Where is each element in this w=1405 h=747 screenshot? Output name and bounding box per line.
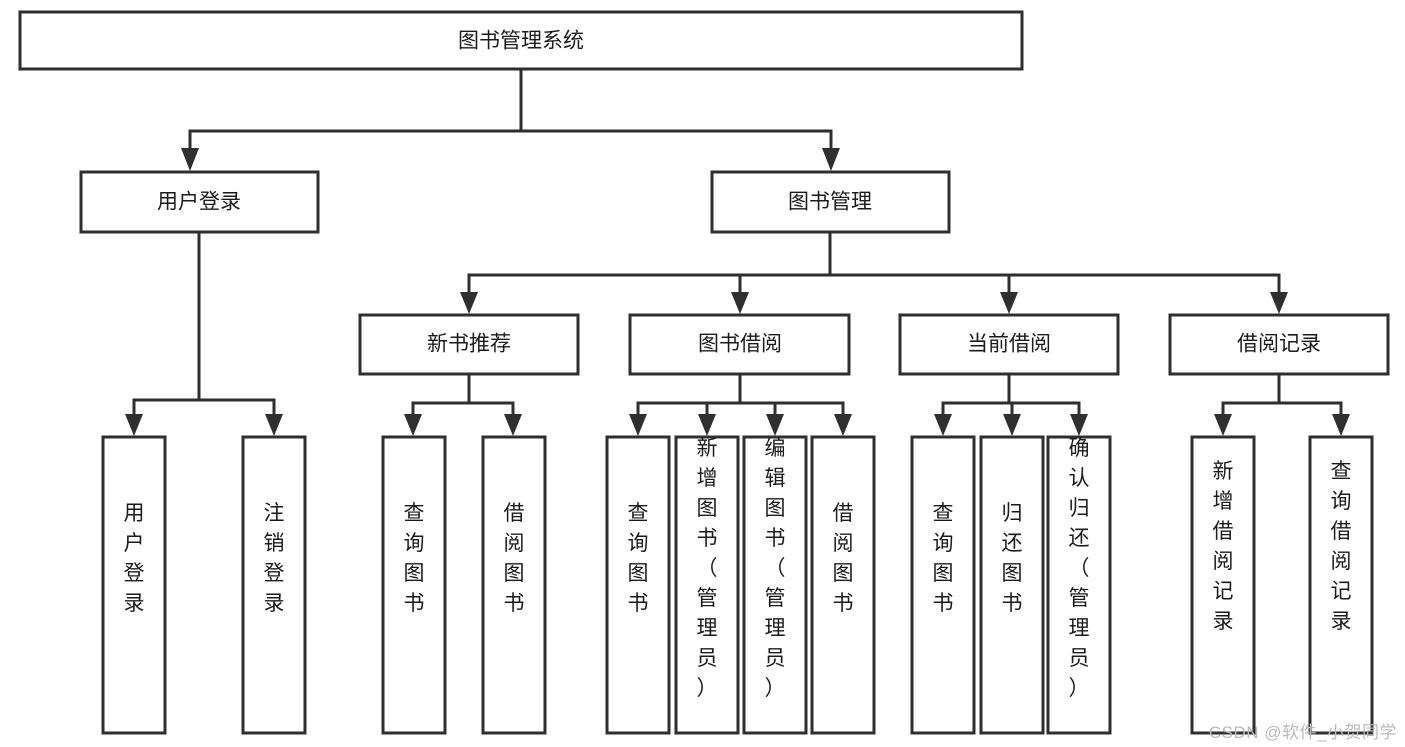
- leaf-box[interactable]: [979, 435, 1045, 735]
- leaf-group-current-borrow: 查询图书 归还图书 确认归还（管理员）: [910, 435, 1112, 735]
- node-leaf[interactable]: 查询图书: [605, 435, 671, 735]
- borrow-record-box[interactable]: [1168, 313, 1390, 376]
- leaf-label: 用户登录: [124, 502, 145, 615]
- node-leaf[interactable]: 查询图书: [910, 435, 976, 735]
- node-root[interactable]: 图书管理系统: [18, 10, 1024, 71]
- leaf-box[interactable]: [674, 435, 740, 735]
- borrow-book-box[interactable]: [628, 313, 851, 376]
- node-leaf[interactable]: 借阅图书: [810, 435, 876, 735]
- leaf-group-borrow-record: 新增借阅记录 查询借阅记录: [1190, 435, 1374, 735]
- node-new-book[interactable]: 新书推荐: [358, 313, 580, 376]
- connector-book-manage-to-level3: [460, 231, 1288, 314]
- leaf-box[interactable]: [1046, 435, 1112, 735]
- leaf-label: 确认归还（管理员）: [1069, 437, 1090, 700]
- leaf-label: 查询图书: [933, 502, 954, 615]
- leaf-box[interactable]: [241, 435, 307, 735]
- user-login-box[interactable]: [79, 170, 320, 234]
- node-leaf[interactable]: 确认归还（管理员）: [1046, 435, 1112, 735]
- root-label: 图书管理系统: [458, 30, 584, 53]
- connector-root-to-level2: [181, 67, 840, 171]
- leaf-group-user-login: 用户登录 注销登录: [101, 435, 307, 735]
- leaf-label: 查询借阅记录: [1331, 460, 1352, 633]
- connector-borrow-book-to-leaves: [629, 373, 852, 436]
- node-leaf[interactable]: 新增借阅记录: [1190, 435, 1256, 735]
- connector-borrow-record-to-leaves: [1214, 373, 1350, 436]
- leaf-box[interactable]: [101, 435, 167, 735]
- current-borrow-label: 当前借阅: [967, 333, 1051, 356]
- leaf-box[interactable]: [605, 435, 671, 735]
- node-leaf[interactable]: 查询借阅记录: [1308, 435, 1374, 735]
- new-book-label: 新书推荐: [427, 333, 511, 356]
- node-leaf[interactable]: 注销登录: [241, 435, 307, 735]
- borrow-book-label: 图书借阅: [698, 333, 782, 356]
- connector-new-book-to-leaves: [404, 373, 522, 436]
- leaf-group-new-book: 查询图书 借阅图书: [381, 435, 547, 735]
- node-leaf[interactable]: 查询图书: [381, 435, 447, 735]
- new-book-box[interactable]: [358, 313, 580, 376]
- leaf-label: 归还图书: [1002, 502, 1023, 615]
- node-borrow-record[interactable]: 借阅记录: [1168, 313, 1390, 376]
- leaf-label: 注销登录: [264, 502, 285, 615]
- node-leaf[interactable]: 归还图书: [979, 435, 1045, 735]
- leaf-label: 借阅图书: [833, 502, 854, 615]
- leaf-box[interactable]: [910, 435, 976, 735]
- leaf-box[interactable]: [381, 435, 447, 735]
- leaf-box[interactable]: [1308, 435, 1374, 735]
- book-manage-box[interactable]: [710, 170, 951, 234]
- node-leaf[interactable]: 借阅图书: [481, 435, 547, 735]
- connector-user-login-to-leaves: [125, 231, 283, 436]
- leaf-label: 编辑图书（管理员）: [765, 437, 786, 700]
- node-borrow-book[interactable]: 图书借阅: [628, 313, 851, 376]
- leaf-group-borrow-book: 查询图书 新增图书（管理员） 编辑图书（管理员） 借阅图书: [605, 435, 876, 735]
- node-leaf[interactable]: 用户登录: [101, 435, 167, 735]
- leaf-label: 查询图书: [404, 502, 425, 615]
- leaf-box[interactable]: [810, 435, 876, 735]
- leaf-box[interactable]: [481, 435, 547, 735]
- node-leaf[interactable]: 新增图书（管理员）: [674, 435, 740, 735]
- root-box[interactable]: [18, 10, 1024, 71]
- node-book-manage[interactable]: 图书管理: [710, 170, 951, 234]
- node-current-borrow[interactable]: 当前借阅: [898, 313, 1120, 376]
- book-manage-label: 图书管理: [788, 191, 872, 214]
- leaf-label: 新增图书（管理员）: [697, 437, 718, 700]
- node-user-login[interactable]: 用户登录: [79, 170, 320, 234]
- current-borrow-box[interactable]: [898, 313, 1120, 376]
- leaf-label: 新增借阅记录: [1213, 460, 1234, 633]
- leaf-label: 借阅图书: [504, 502, 525, 615]
- borrow-record-label: 借阅记录: [1237, 333, 1321, 356]
- user-login-label: 用户登录: [157, 191, 241, 214]
- leaf-label: 查询图书: [628, 502, 649, 615]
- node-leaf[interactable]: 编辑图书（管理员）: [742, 435, 808, 735]
- connector-current-borrow-to-leaves: [934, 373, 1088, 436]
- leaf-box[interactable]: [1190, 435, 1256, 735]
- leaf-box[interactable]: [742, 435, 808, 735]
